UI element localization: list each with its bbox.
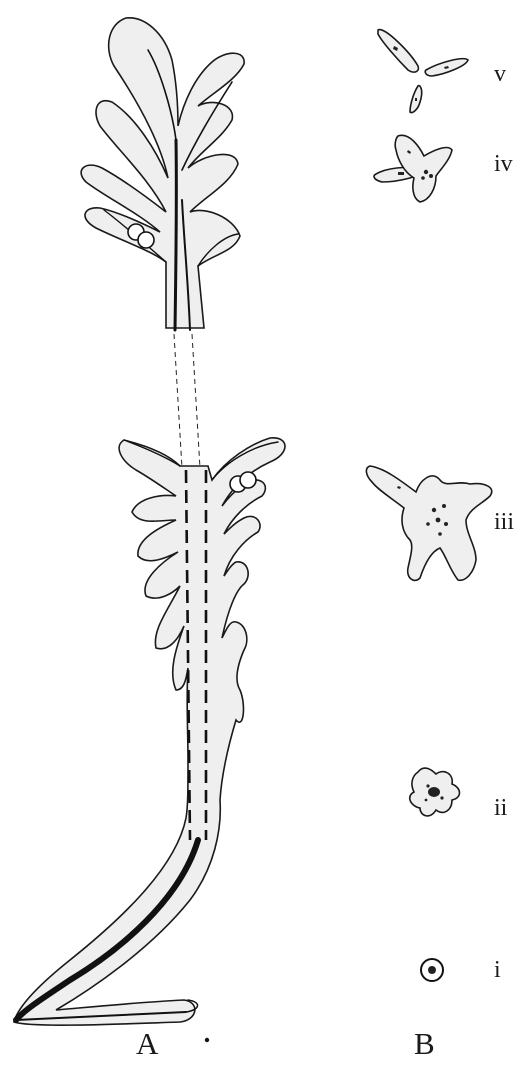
connector-dashed-right — [192, 334, 200, 468]
connector-dashed-left — [174, 334, 182, 468]
stage-label-i: i — [494, 958, 501, 982]
panel-label-a: A — [136, 1028, 158, 1059]
stage-i-drawing — [421, 959, 443, 981]
panel-a-upper-fragment — [81, 18, 244, 330]
panel-a-lower-fragment — [14, 438, 285, 1025]
panel-label-b: B — [414, 1028, 435, 1059]
stage-iii-drawing — [366, 466, 491, 580]
stage-label-ii: ii — [494, 796, 507, 820]
stage-label-v: v — [494, 62, 506, 86]
stage-iv-drawing — [374, 135, 452, 202]
stage-label-iv: iv — [494, 152, 513, 176]
stage-label-iii: iii — [494, 510, 514, 534]
stage-ii-drawing — [410, 768, 460, 816]
stage-v-drawing — [378, 30, 468, 113]
dot-mark — [205, 1038, 209, 1042]
